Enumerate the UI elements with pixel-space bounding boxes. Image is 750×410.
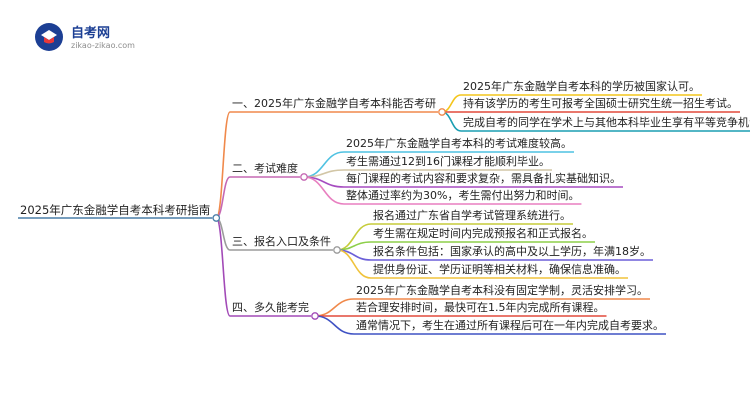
branch-to-leaf-connector	[314, 298, 355, 317]
leaf-topic[interactable]: 若合理安排时间，最快可在1.5年内完成所有课程。	[356, 301, 605, 314]
logo-url: zikao-zikao.com	[71, 41, 135, 50]
leaf-topic[interactable]: 每门课程的考试内容和要求复杂，需具备扎实基础知识。	[346, 172, 621, 185]
leaf-topic[interactable]: 2025年广东金融学自考本科的学历被国家认可。	[463, 80, 700, 93]
root-junction-dot	[212, 214, 221, 222]
leaf-topic[interactable]: 考生需在规定时间内完成预报名和正式报名。	[373, 227, 593, 240]
branch-topic-completion-time[interactable]: 四、多久能考完	[232, 301, 309, 314]
leaf-topic[interactable]: 提供身份证、学历证明等相关材料，确保信息准确。	[373, 263, 626, 276]
leaf-topic[interactable]: 整体通过率约为30%，考生需付出努力和时间。	[346, 189, 580, 202]
site-logo[interactable]: 自考网 zikao-zikao.com	[34, 20, 135, 60]
branch-junction-dot	[438, 108, 446, 116]
branch-topic-can-take-postgrad-exam[interactable]: 一、2025年广东金融学自考本科能否考研	[232, 97, 436, 110]
branch-junction-dot	[311, 312, 319, 320]
branch-to-leaf-connector	[303, 169, 345, 178]
root-to-branch-connector	[215, 111, 231, 219]
leaf-topic[interactable]: 报名通过广东省自学考试管理系统进行。	[373, 209, 571, 222]
leaf-topic[interactable]: 2025年广东金融学自考本科的考试难度较高。	[346, 137, 572, 150]
branch-to-leaf-connector	[336, 249, 372, 279]
branch-to-leaf-connector	[441, 111, 462, 132]
branch-to-leaf-connector	[314, 315, 355, 335]
leaf-topic[interactable]: 报名条件包括：国家承认的高中及以上学历，年满18岁。	[373, 245, 651, 258]
root-topic[interactable]: 2025年广东金融学自考本科考研指南	[20, 203, 211, 217]
leaf-topic[interactable]: 考生需通过12到16门课程才能顺利毕业。	[346, 155, 550, 168]
branch-to-leaf-connector	[303, 176, 345, 205]
branch-junction-dot	[333, 246, 341, 254]
logo-name: 自考网	[71, 26, 111, 41]
mortarboard-logo-icon	[35, 23, 63, 51]
branch-topic-registration[interactable]: 三、报名入口及条件	[232, 235, 331, 248]
leaf-topic[interactable]: 持有该学历的考生可报考全国硕士研究生统一招生考试。	[463, 97, 738, 110]
leaf-topic[interactable]: 通常情况下，考生在通过所有课程后可在一年内完成自考要求。	[356, 319, 664, 332]
branch-topic-exam-difficulty[interactable]: 二、考试难度	[232, 162, 298, 175]
branch-junction-dot	[300, 173, 308, 181]
root-to-branch-connector	[215, 217, 231, 317]
leaf-topic[interactable]: 完成自考的同学在学术上与其他本科毕业生享有平等竞争机会。	[463, 116, 750, 129]
leaf-topic[interactable]: 2025年广东金融学自考本科没有固定学制，灵活安排学习。	[356, 284, 648, 297]
